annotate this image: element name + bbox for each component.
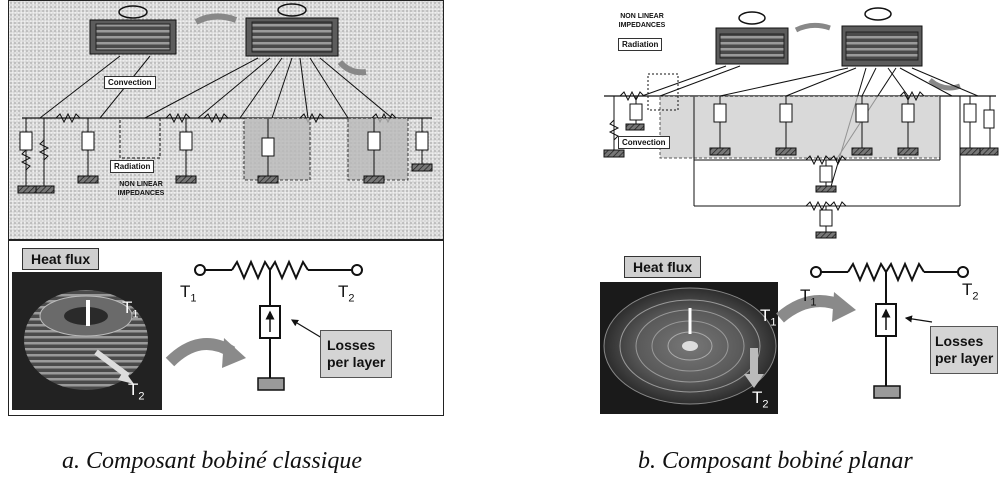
- figure-a-nonlinear-label: NON LINEAR IMPEDANCES: [117, 181, 165, 197]
- figure-a-thermal-circuit: [194, 259, 363, 391]
- figure-a-caption: a. Composant bobiné classique: [62, 448, 362, 474]
- figure-b-transformer-right: [841, 7, 923, 67]
- figure-b-t1-label: T1: [800, 286, 817, 309]
- figure-b-lower-loop: [693, 96, 961, 239]
- figure-a-coil-t1-label: T1: [122, 298, 139, 321]
- figure-a-transformer-right: [245, 3, 339, 57]
- figure-b-heat-flux-label: Heat flux: [624, 256, 702, 278]
- figure-a-transformer-left: [89, 5, 177, 55]
- figure-a-convection-label: Convection: [104, 76, 156, 89]
- figure-b-convection-label: Convection: [618, 136, 670, 149]
- figure-b-radiation-label: Radiation: [618, 38, 663, 51]
- figure-b-disc-t1-label: T1: [760, 306, 777, 329]
- figure-b-planar-photo: [600, 282, 778, 414]
- figure-b-losses-label: Losses per layer: [930, 326, 999, 374]
- figure-a-losses-line2: per layer: [327, 354, 386, 370]
- figure-a-coil-t2-label: T2: [128, 380, 145, 403]
- flow-arrow: [194, 13, 238, 25]
- figure-a-branches: [17, 118, 433, 194]
- figure-b-t2-label: T2: [962, 280, 979, 303]
- figure-b-disc-t2-label: T2: [752, 388, 769, 411]
- figure-a-heat-flux-label: Heat flux: [22, 248, 100, 270]
- figure-a-t2-label: T2: [338, 282, 355, 305]
- figure-a-coil-photo: [12, 272, 162, 410]
- figure-b-caption: b. Composant bobiné planar: [638, 448, 913, 474]
- figure-b-transformer-left: [715, 11, 789, 65]
- figure-a-t1-label: T1: [180, 282, 197, 305]
- figure-a-losses-line1: Losses: [327, 337, 376, 353]
- flow-arrow: [337, 59, 367, 76]
- figure-a-losses-label: Losses per layer: [320, 330, 393, 378]
- figure-b-thermal-circuit: [810, 261, 969, 399]
- figure-b-losses-line2: per layer: [935, 350, 994, 366]
- figure-b-nonlinear-label: NON LINEAR IMPEDANCES: [618, 13, 666, 29]
- figure-b-losses-line1: Losses: [935, 333, 984, 349]
- figure-b-leader-lines: [641, 65, 979, 191]
- figure-b-branches: [603, 73, 999, 158]
- figure-a-radiation-label: Radiation: [110, 160, 155, 173]
